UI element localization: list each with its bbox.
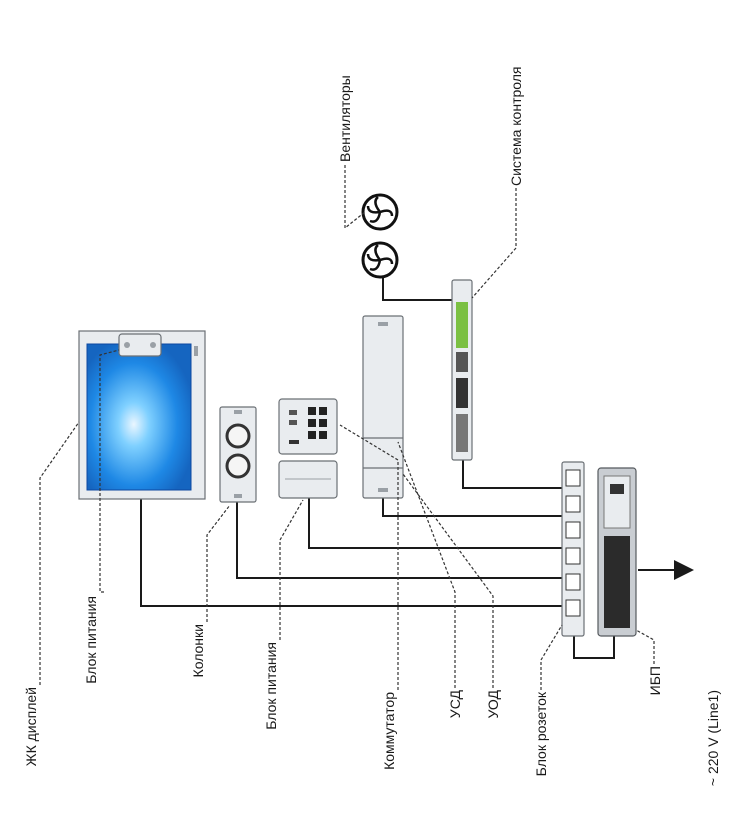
label-socket-block: Блок розеток [533, 691, 549, 776]
speakers-unit [219, 406, 257, 503]
wire-control-system [462, 460, 568, 489]
ups-unit [597, 467, 637, 637]
label-control-system: Система контроля [508, 67, 524, 187]
power-unit-2 [278, 460, 338, 499]
label-usd: УСД [447, 689, 463, 718]
label-fans: Вентиляторы [337, 75, 353, 162]
lcd-power-unit [118, 333, 162, 357]
usd-uod-unit [362, 315, 404, 499]
wire-usd [382, 498, 568, 517]
switch-unit [278, 398, 338, 455]
wire-fans [382, 278, 455, 301]
socket-block-unit [561, 461, 585, 637]
leaders [39, 165, 655, 690]
label-power-unit-2: Блок питания [263, 642, 279, 730]
label-power-unit-1: Блок питания [83, 596, 99, 684]
label-lcd-display: ЖК дисплей [23, 687, 39, 766]
label-ups: ИБП [647, 666, 663, 695]
fan-icon [361, 193, 399, 279]
wire-power-unit-2 [308, 498, 568, 549]
label-mains: ~ 220 V (Line1) [705, 690, 721, 786]
label-speakers: Колонки [190, 624, 206, 677]
wire-socket-ups [573, 636, 615, 659]
label-switch: Коммутатор [381, 692, 397, 770]
control-system-unit [451, 279, 473, 461]
label-uod: УОД [485, 689, 501, 718]
wire-speakers [236, 502, 568, 579]
